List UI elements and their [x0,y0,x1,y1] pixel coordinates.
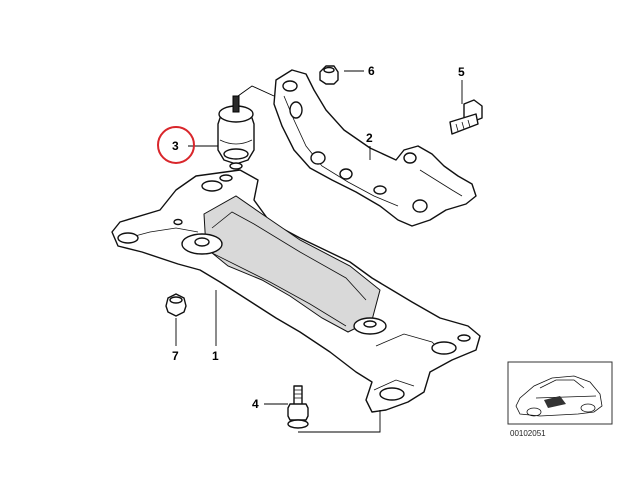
reference-number: 00102051 [510,429,546,438]
callout-1: 1 [212,349,219,363]
hex-bolt[interactable] [449,99,483,135]
highlight-ring [157,126,195,164]
rubber-mount[interactable] [217,95,255,170]
transmission-bracket[interactable] [273,69,477,227]
car-outline-icon [515,375,603,417]
stud-bolt[interactable] [287,385,309,429]
hex-nut[interactable] [319,65,339,85]
callout-6: 6 [368,64,375,78]
vehicle-thumbnail [507,361,613,425]
callout-3[interactable]: 3 [172,139,179,153]
callout-5: 5 [458,65,465,79]
subframe-crossmember[interactable] [111,169,481,413]
callout-2: 2 [366,131,373,145]
flange-nut[interactable] [165,293,187,317]
callout-4: 4 [252,397,259,411]
callout-7: 7 [172,349,179,363]
